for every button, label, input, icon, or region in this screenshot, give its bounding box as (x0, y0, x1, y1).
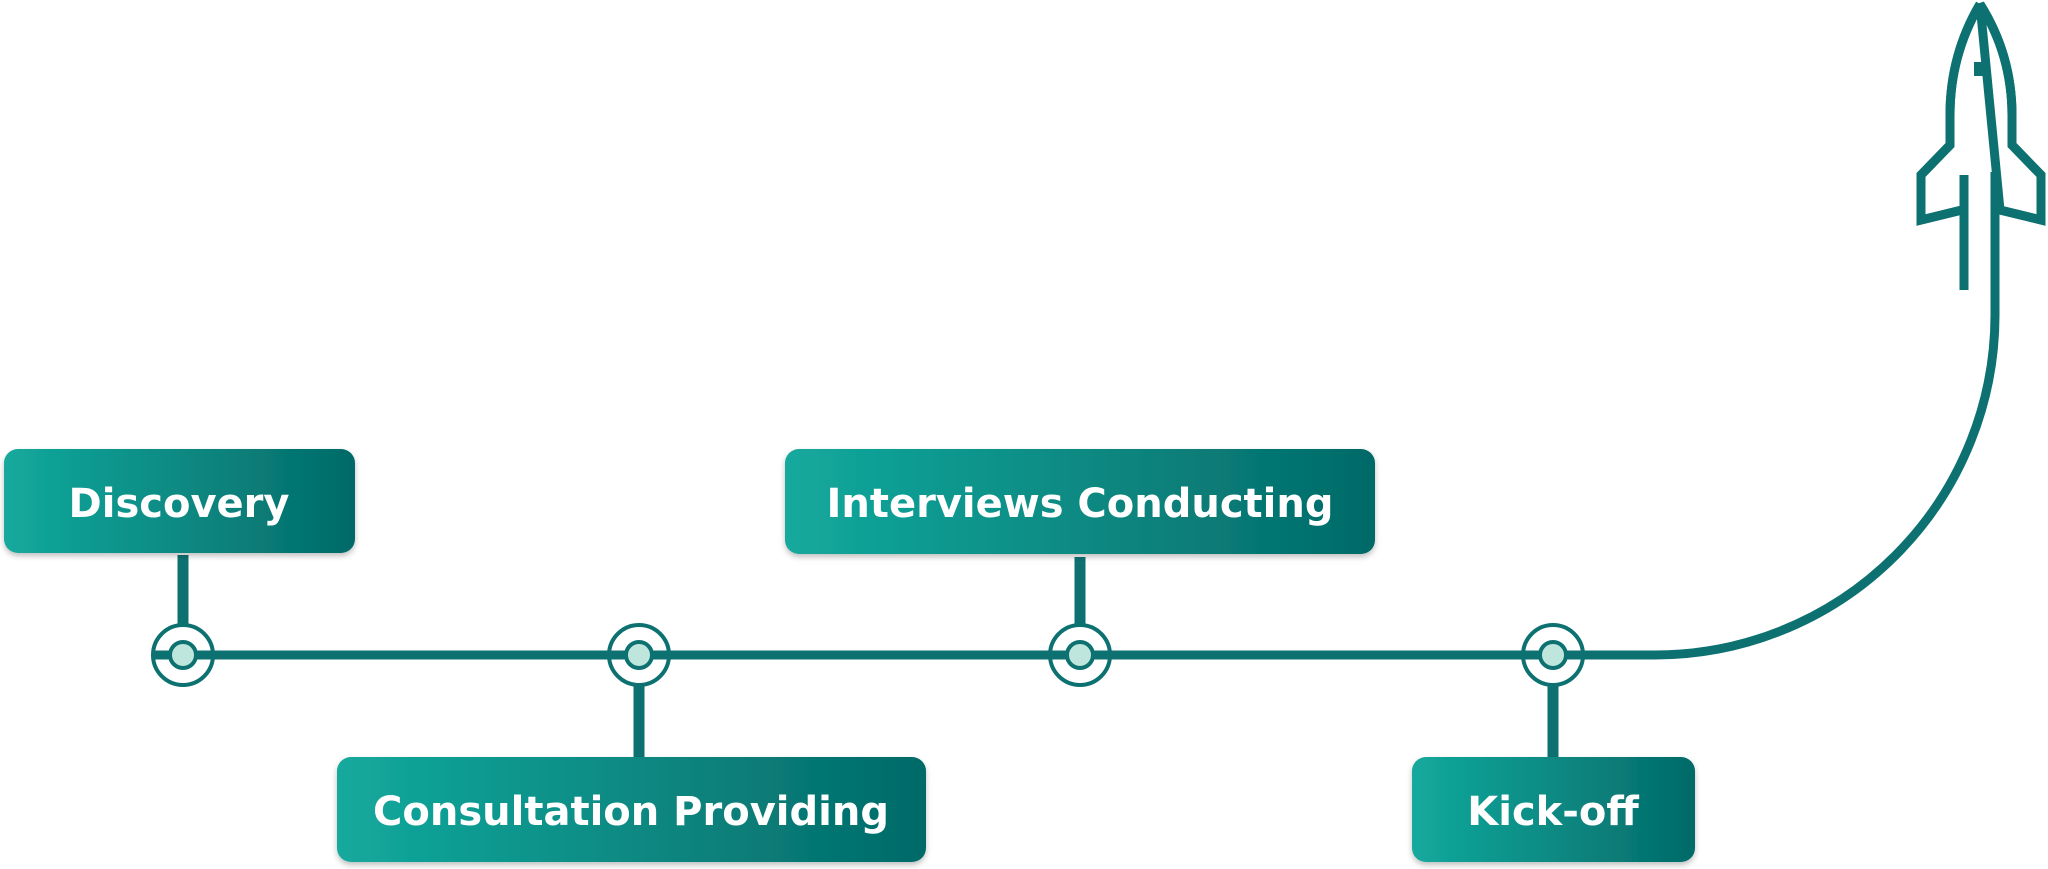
rocket-icon (1916, 1, 2046, 315)
step-consultation-providing-label: Consultation Providing (373, 789, 889, 835)
step-consultation-providing: Consultation Providing (337, 757, 926, 862)
timeline-node-kickoff (1521, 623, 1585, 687)
step-interviews-conducting-label: Interviews Conducting (826, 481, 1333, 527)
timeline-node-interviews (1048, 623, 1112, 687)
step-kick-off: Kick-off (1412, 757, 1695, 862)
timeline-node-consultation (607, 623, 671, 687)
step-interviews-conducting: Interviews Conducting (785, 449, 1375, 554)
timeline-node-discovery (151, 623, 215, 687)
timeline-path (178, 170, 2000, 660)
step-discovery: Discovery (4, 449, 355, 553)
step-kick-off-label: Kick-off (1467, 789, 1639, 835)
step-discovery-label: Discovery (69, 481, 290, 527)
